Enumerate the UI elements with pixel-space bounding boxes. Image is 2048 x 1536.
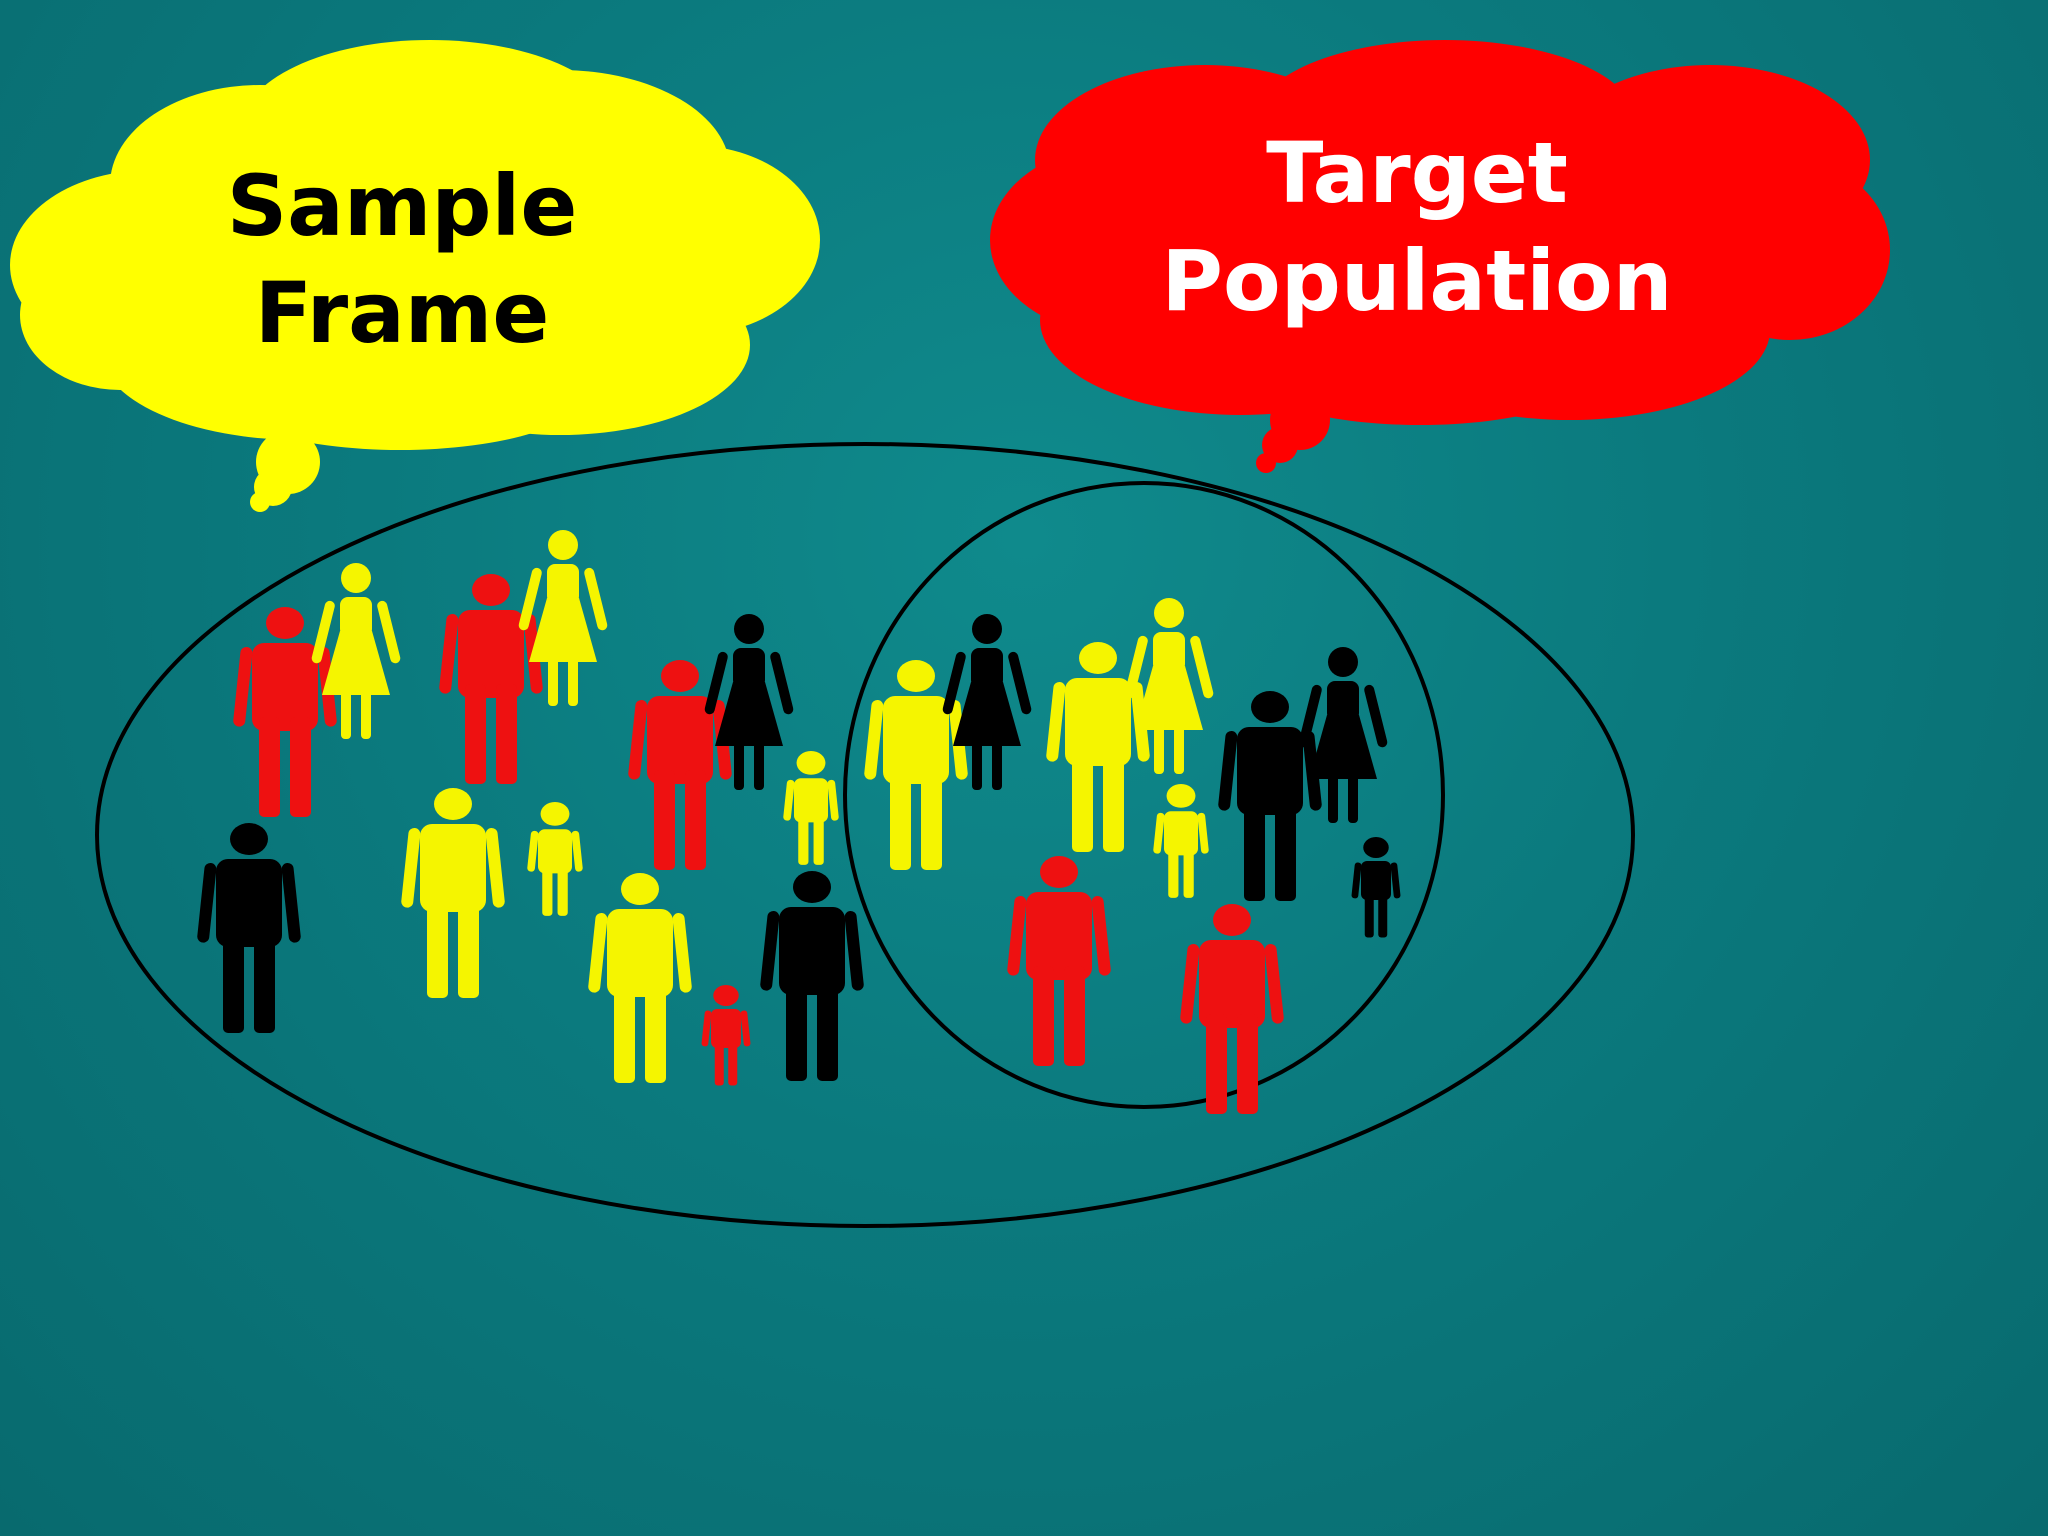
person-figure-yellow-child [783, 751, 839, 865]
person-figure-black-man [760, 871, 864, 1081]
sample-frame-label-line2: Frame [255, 264, 550, 362]
target-population-cloud: Target Population [990, 40, 1890, 473]
target-population-circle [843, 481, 1445, 1109]
person-figure-yellow-child [1153, 784, 1209, 898]
target-population-label-line1: Target [1266, 124, 1568, 222]
person-figure-red-man [628, 660, 732, 870]
sample-frame-cloud: Sample Frame [10, 40, 820, 512]
person-figure-black-woman [704, 614, 794, 790]
person-figure-yellow-woman [518, 530, 608, 706]
person-figure-red-man [233, 607, 337, 817]
target-population-label-line2: Population [1161, 232, 1672, 330]
sample-frame-ellipse [95, 442, 1635, 1228]
person-figure-red-child [701, 985, 751, 1086]
person-figure-black-woman [1298, 647, 1388, 823]
person-figure-yellow-man [1046, 642, 1150, 852]
person-figure-yellow-man [588, 873, 692, 1083]
person-figure-black-man [197, 823, 301, 1033]
person-figure-yellow-man [401, 788, 505, 998]
person-figure-red-man [1180, 904, 1284, 1114]
person-figure-black-man [1218, 691, 1322, 901]
person-figure-yellow-child [527, 802, 583, 916]
sample-frame-label-line1: Sample [227, 157, 578, 255]
person-figure-red-man [439, 574, 543, 784]
person-figure-yellow-woman [311, 563, 401, 739]
person-figure-yellow-woman [1124, 598, 1214, 774]
people-figures [197, 530, 1401, 1114]
person-figure-black-woman [942, 614, 1032, 790]
person-figure-yellow-man [864, 660, 968, 870]
person-figure-red-man [1007, 856, 1111, 1066]
person-figure-black-child [1351, 837, 1401, 938]
